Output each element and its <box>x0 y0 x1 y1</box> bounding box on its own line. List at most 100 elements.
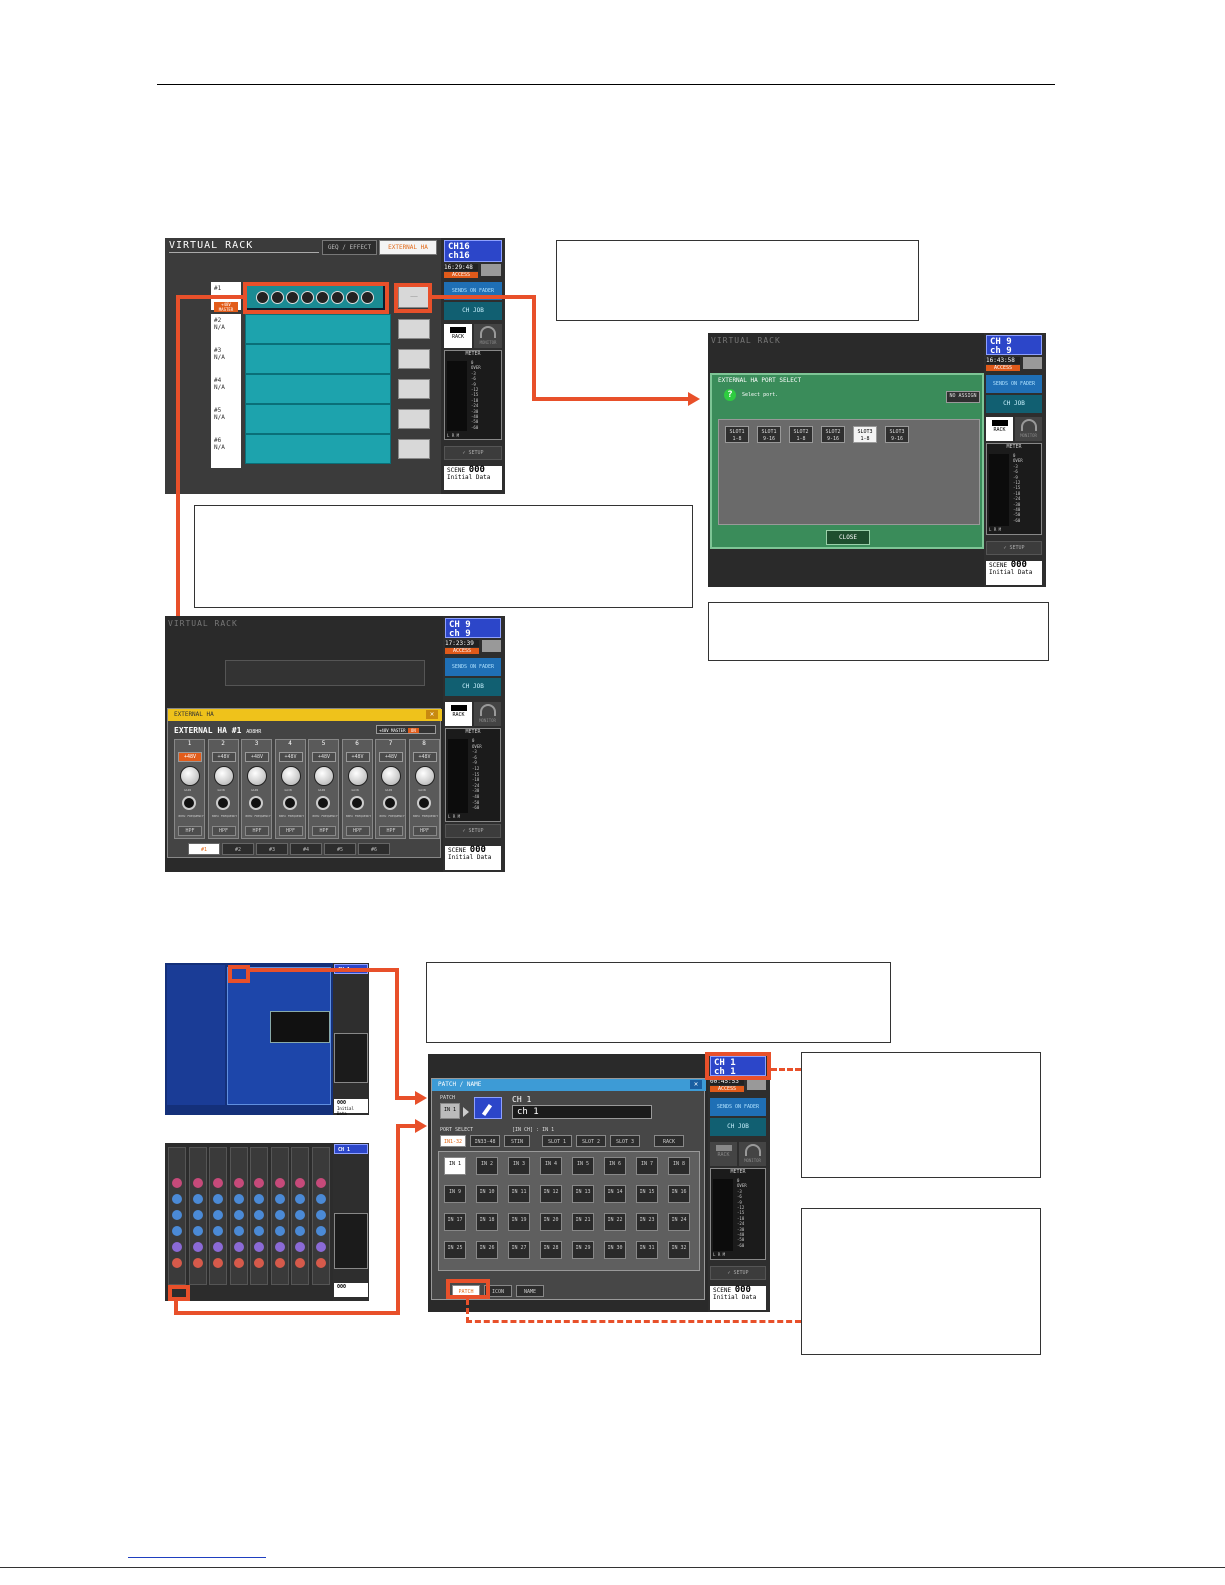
gain-knob-icon[interactable] <box>180 766 200 786</box>
hpf-frequency-knob-icon[interactable] <box>316 796 330 810</box>
sends-on-fader-button[interactable]: SENDS ON FADER <box>445 658 501 676</box>
user-key-button[interactable] <box>481 264 501 276</box>
input-port-button[interactable]: IN 20 <box>540 1213 562 1231</box>
input-port-button[interactable]: IN 30 <box>604 1241 626 1259</box>
tab-in1-32[interactable]: IN1-32 <box>440 1135 466 1147</box>
patch-button[interactable]: IN 1 <box>440 1103 460 1119</box>
input-port-button[interactable]: IN 1 <box>444 1157 466 1175</box>
gain-knob-icon[interactable] <box>280 766 301 786</box>
phantom-power-button[interactable]: +48V <box>245 752 269 762</box>
input-port-button[interactable]: IN 12 <box>540 1185 562 1203</box>
tab-ha-5[interactable]: #5 <box>324 843 356 855</box>
rack-unit-empty[interactable] <box>245 374 391 404</box>
input-port-button[interactable]: IN 3 <box>508 1157 530 1175</box>
input-port-button[interactable]: IN 27 <box>508 1241 530 1259</box>
gain-knob-icon[interactable] <box>414 766 435 786</box>
hpf-button[interactable]: HPF <box>178 826 202 836</box>
hpf-frequency-knob-icon[interactable] <box>383 796 397 810</box>
tab-ha-6[interactable]: #6 <box>358 843 390 855</box>
rack-unit-empty[interactable] <box>245 434 391 464</box>
ch-job-button[interactable]: CH JOB <box>986 395 1042 413</box>
input-port-button[interactable]: IN 21 <box>572 1213 594 1231</box>
ch-job-button[interactable]: CH JOB <box>444 302 502 320</box>
setup-button[interactable]: ✓ SETUP <box>710 1266 766 1280</box>
input-port-button[interactable]: IN 28 <box>540 1241 562 1259</box>
input-port-button[interactable]: IN 4 <box>540 1157 562 1175</box>
input-port-button[interactable]: IN 2 <box>476 1157 498 1175</box>
hpf-frequency-knob-icon[interactable] <box>215 796 230 810</box>
tab-name[interactable]: NAME <box>516 1285 544 1297</box>
input-port-button[interactable]: IN 9 <box>444 1185 466 1203</box>
rack-unit-empty[interactable] <box>245 404 391 434</box>
channel-strip[interactable] <box>188 1147 207 1285</box>
rack-button[interactable]: RACK <box>444 324 472 348</box>
setup-button[interactable]: ✓ SETUP <box>986 541 1042 555</box>
input-port-button[interactable]: IN 31 <box>636 1241 658 1259</box>
port-select-button[interactable] <box>398 349 430 369</box>
hpf-frequency-knob-icon[interactable] <box>349 796 364 810</box>
user-key-button[interactable] <box>747 1078 766 1090</box>
setup-button[interactable]: ✓ SETUP <box>444 446 502 460</box>
channel-name-input[interactable]: ch 1 <box>512 1105 652 1119</box>
hpf-button[interactable]: HPF <box>412 826 437 836</box>
port-select-button[interactable] <box>398 379 430 399</box>
input-port-button[interactable]: IN 5 <box>572 1157 594 1175</box>
channel-strip[interactable] <box>168 1147 186 1285</box>
phantom-power-button[interactable]: +48V <box>178 752 202 762</box>
close-button[interactable]: CLOSE <box>826 530 870 545</box>
selected-channel[interactable]: CH 1 <box>334 1144 368 1154</box>
input-port-button[interactable]: IN 14 <box>604 1185 626 1203</box>
input-port-button[interactable]: IN 6 <box>604 1157 626 1175</box>
user-key-button[interactable] <box>1023 357 1042 369</box>
channel-strip[interactable] <box>209 1147 227 1285</box>
input-port-button[interactable]: IN 15 <box>636 1185 658 1203</box>
gain-knob-icon[interactable] <box>247 766 267 786</box>
rack-unit-empty[interactable] <box>245 314 391 344</box>
channel-strip[interactable] <box>311 1147 330 1285</box>
channel-strip[interactable] <box>291 1147 309 1285</box>
hpf-frequency-knob-icon[interactable] <box>182 796 196 810</box>
tab-rack[interactable]: RACK <box>654 1135 684 1147</box>
input-port-button[interactable]: IN 24 <box>668 1213 690 1231</box>
setup-button[interactable]: ✓ SETUP <box>445 824 501 838</box>
close-icon[interactable]: ✕ <box>690 1080 702 1089</box>
tab-ha-1[interactable]: #1 <box>188 843 220 855</box>
hpf-button[interactable]: HPF <box>345 826 370 836</box>
channel-icon-button[interactable] <box>474 1097 502 1119</box>
gain-knob-icon[interactable] <box>314 766 334 786</box>
hpf-frequency-knob-icon[interactable] <box>249 796 263 810</box>
phantom-master-control[interactable]: +48V MASTER ON <box>376 725 436 734</box>
phantom-power-button[interactable]: +48V <box>211 752 236 762</box>
hpf-button[interactable]: HPF <box>379 826 403 836</box>
hpf-button[interactable]: HPF <box>312 826 336 836</box>
tab-geq-effect[interactable]: GEQ / EFFECT <box>322 240 377 255</box>
tab-icon[interactable]: ICON <box>484 1285 512 1297</box>
input-port-button[interactable]: IN 8 <box>668 1157 690 1175</box>
input-port-button[interactable]: IN 10 <box>476 1185 498 1203</box>
input-port-button[interactable]: IN 25 <box>444 1241 466 1259</box>
tab-in33-48[interactable]: IN33-48 <box>470 1135 500 1147</box>
phantom-power-button[interactable]: +48V <box>278 752 303 762</box>
close-icon[interactable]: ✕ <box>426 710 438 719</box>
tab-slot-2[interactable]: SLOT 2 <box>576 1135 606 1147</box>
tab-ha-2[interactable]: #2 <box>222 843 254 855</box>
rack-button[interactable]: RACK <box>445 702 472 726</box>
tab-slot-1[interactable]: SLOT 1 <box>542 1135 572 1147</box>
sends-on-fader-button[interactable]: SENDS ON FADER <box>710 1098 766 1116</box>
channel-strip[interactable] <box>270 1147 289 1285</box>
phantom-power-button[interactable]: +48V <box>412 752 437 762</box>
sends-on-fader-button[interactable]: SENDS ON FADER <box>986 375 1042 393</box>
hpf-button[interactable]: HPF <box>211 826 236 836</box>
phantom-power-button[interactable]: +48V <box>379 752 403 762</box>
rack-unit-external-ha-1[interactable] <box>245 284 385 310</box>
